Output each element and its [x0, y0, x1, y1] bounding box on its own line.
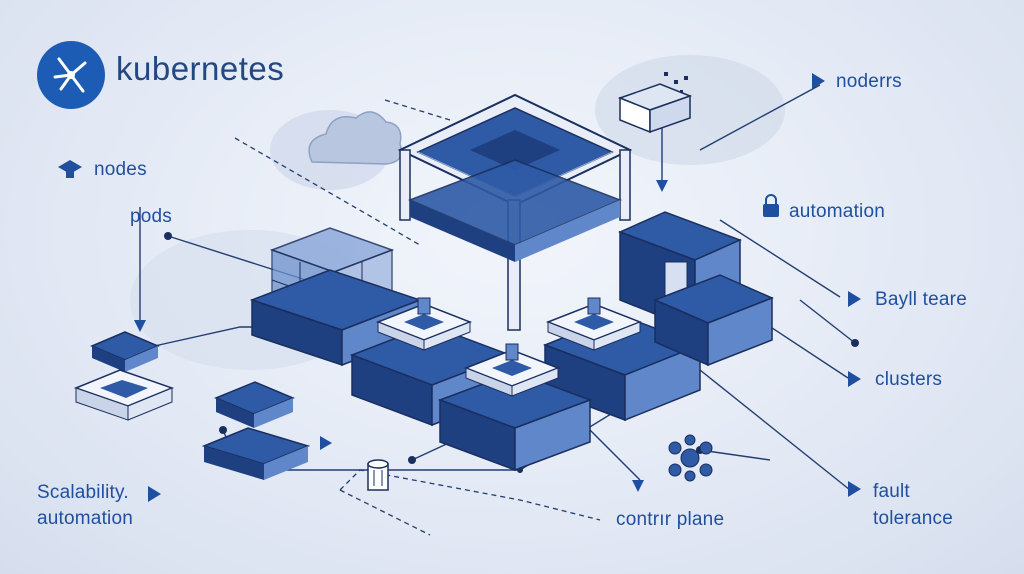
arrow-right-icon [848, 291, 861, 307]
arrow-right-icon [148, 486, 161, 502]
label-bayll-teare: Bayll teare [875, 289, 967, 310]
brand-name: kubernetes [116, 50, 285, 87]
server-rack-icon [617, 72, 693, 134]
label-scalability-automation: automation [37, 508, 134, 529]
arrow-right-icon [848, 481, 861, 497]
label-noderrs: noderrs [836, 71, 902, 92]
lock-icon [763, 194, 779, 217]
label-clusters: clusters [875, 369, 943, 390]
kubernetes-logo-icon [37, 41, 105, 109]
pod-chip [545, 297, 643, 351]
left-node-blocks [73, 331, 311, 480]
label-control-plane: contrır plane [616, 509, 725, 530]
label-scalability: Scalability. [37, 482, 129, 503]
network-hub-icon [668, 434, 713, 482]
label-nodes: nodes [94, 159, 147, 180]
database-icon [367, 459, 389, 491]
pod-chip [463, 343, 561, 397]
control-plane-tower [397, 93, 633, 331]
graduation-cap-icon [58, 160, 82, 178]
arrow-right-icon [812, 73, 825, 89]
arrow-right-icon [848, 371, 861, 387]
pod-chip [375, 297, 473, 351]
label-fault: fault [873, 481, 910, 502]
label-pods: pods [130, 206, 173, 227]
label-tolerance: tolerance [873, 508, 953, 529]
label-automation: automation [789, 201, 886, 222]
